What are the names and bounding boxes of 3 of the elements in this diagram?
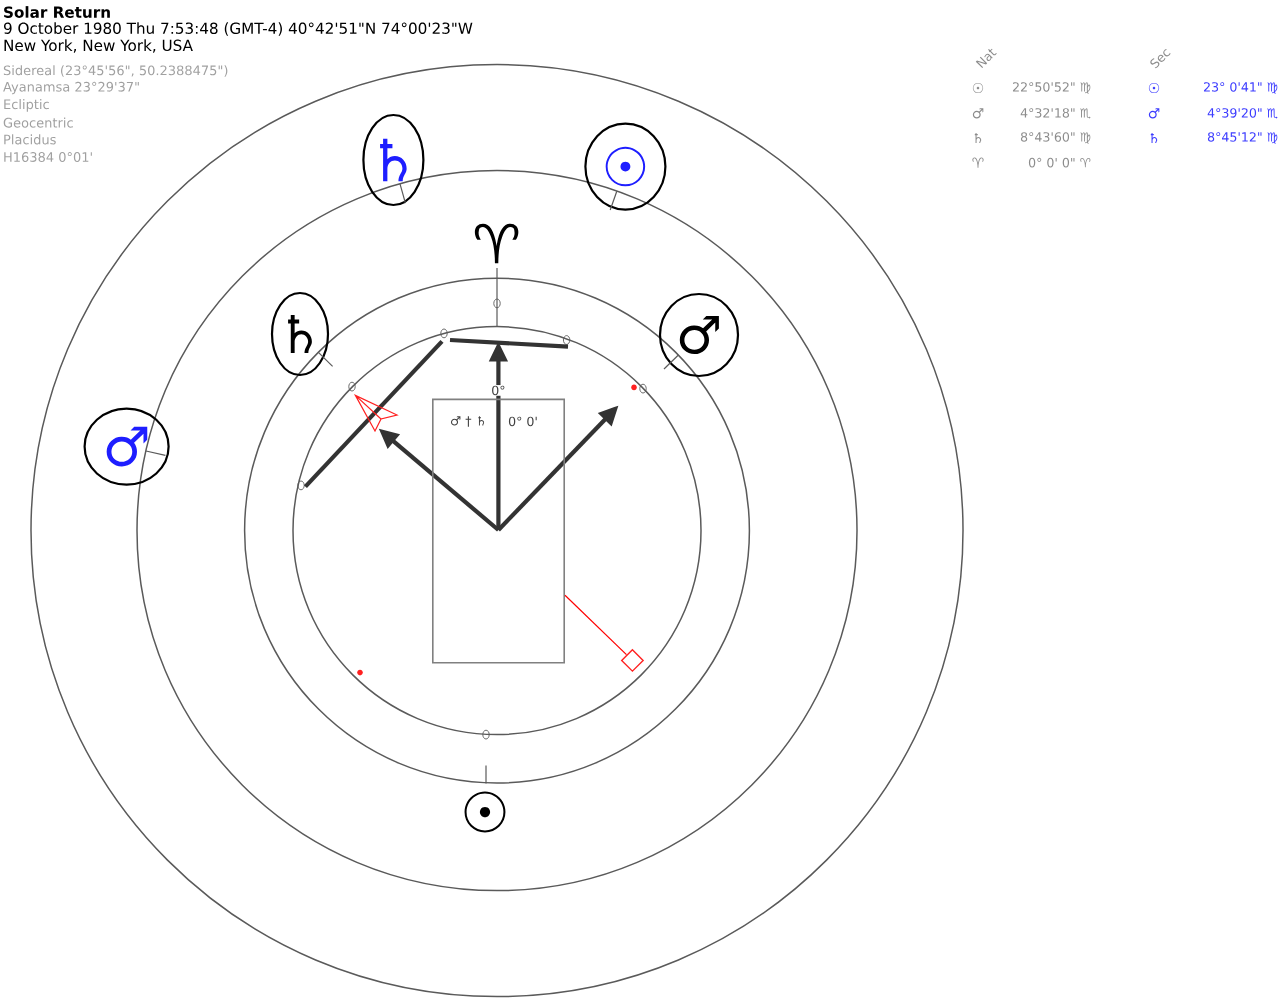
- leader-line: [564, 594, 628, 656]
- planet-symbol: ☉: [464, 791, 506, 833]
- sign-symbol: ♈: [474, 223, 519, 264]
